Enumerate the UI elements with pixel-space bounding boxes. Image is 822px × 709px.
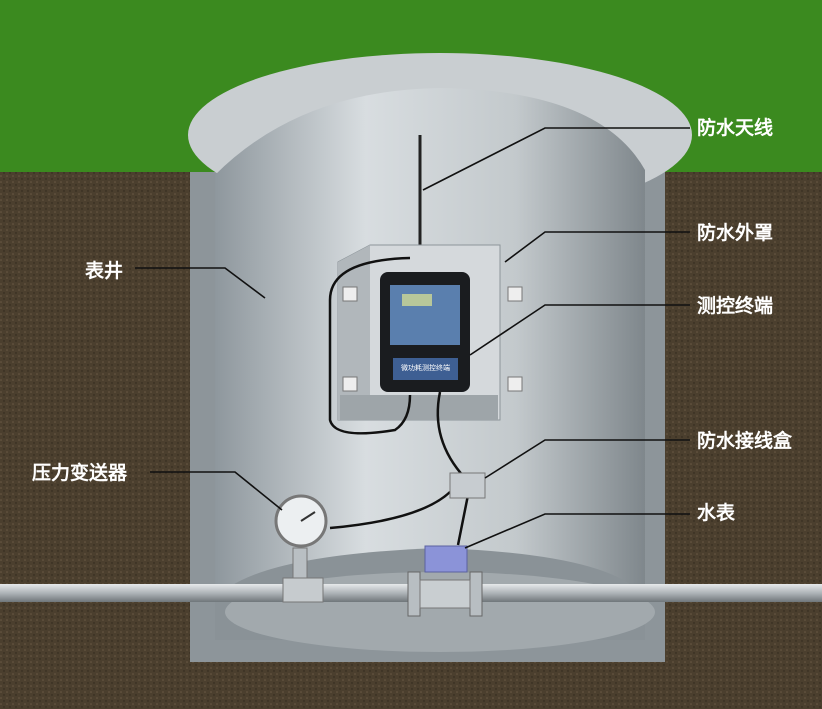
- label-cover: 防水外罩: [697, 222, 774, 244]
- label-antenna: 防水天线: [697, 117, 774, 139]
- label-terminal: 测控终端: [697, 295, 774, 317]
- label-junction-box: 防水接线盒: [697, 430, 793, 452]
- label-water-meter: 水表: [697, 502, 736, 524]
- cable: [328, 256, 412, 435]
- junction-box: [449, 472, 486, 499]
- leader-lines: [135, 127, 690, 549]
- label-well: 表井: [85, 260, 124, 282]
- device-label: 微功耗测控终端: [401, 364, 450, 372]
- label-pressure-transmitter: 压力变送器: [32, 462, 128, 484]
- water-meter: [424, 545, 468, 573]
